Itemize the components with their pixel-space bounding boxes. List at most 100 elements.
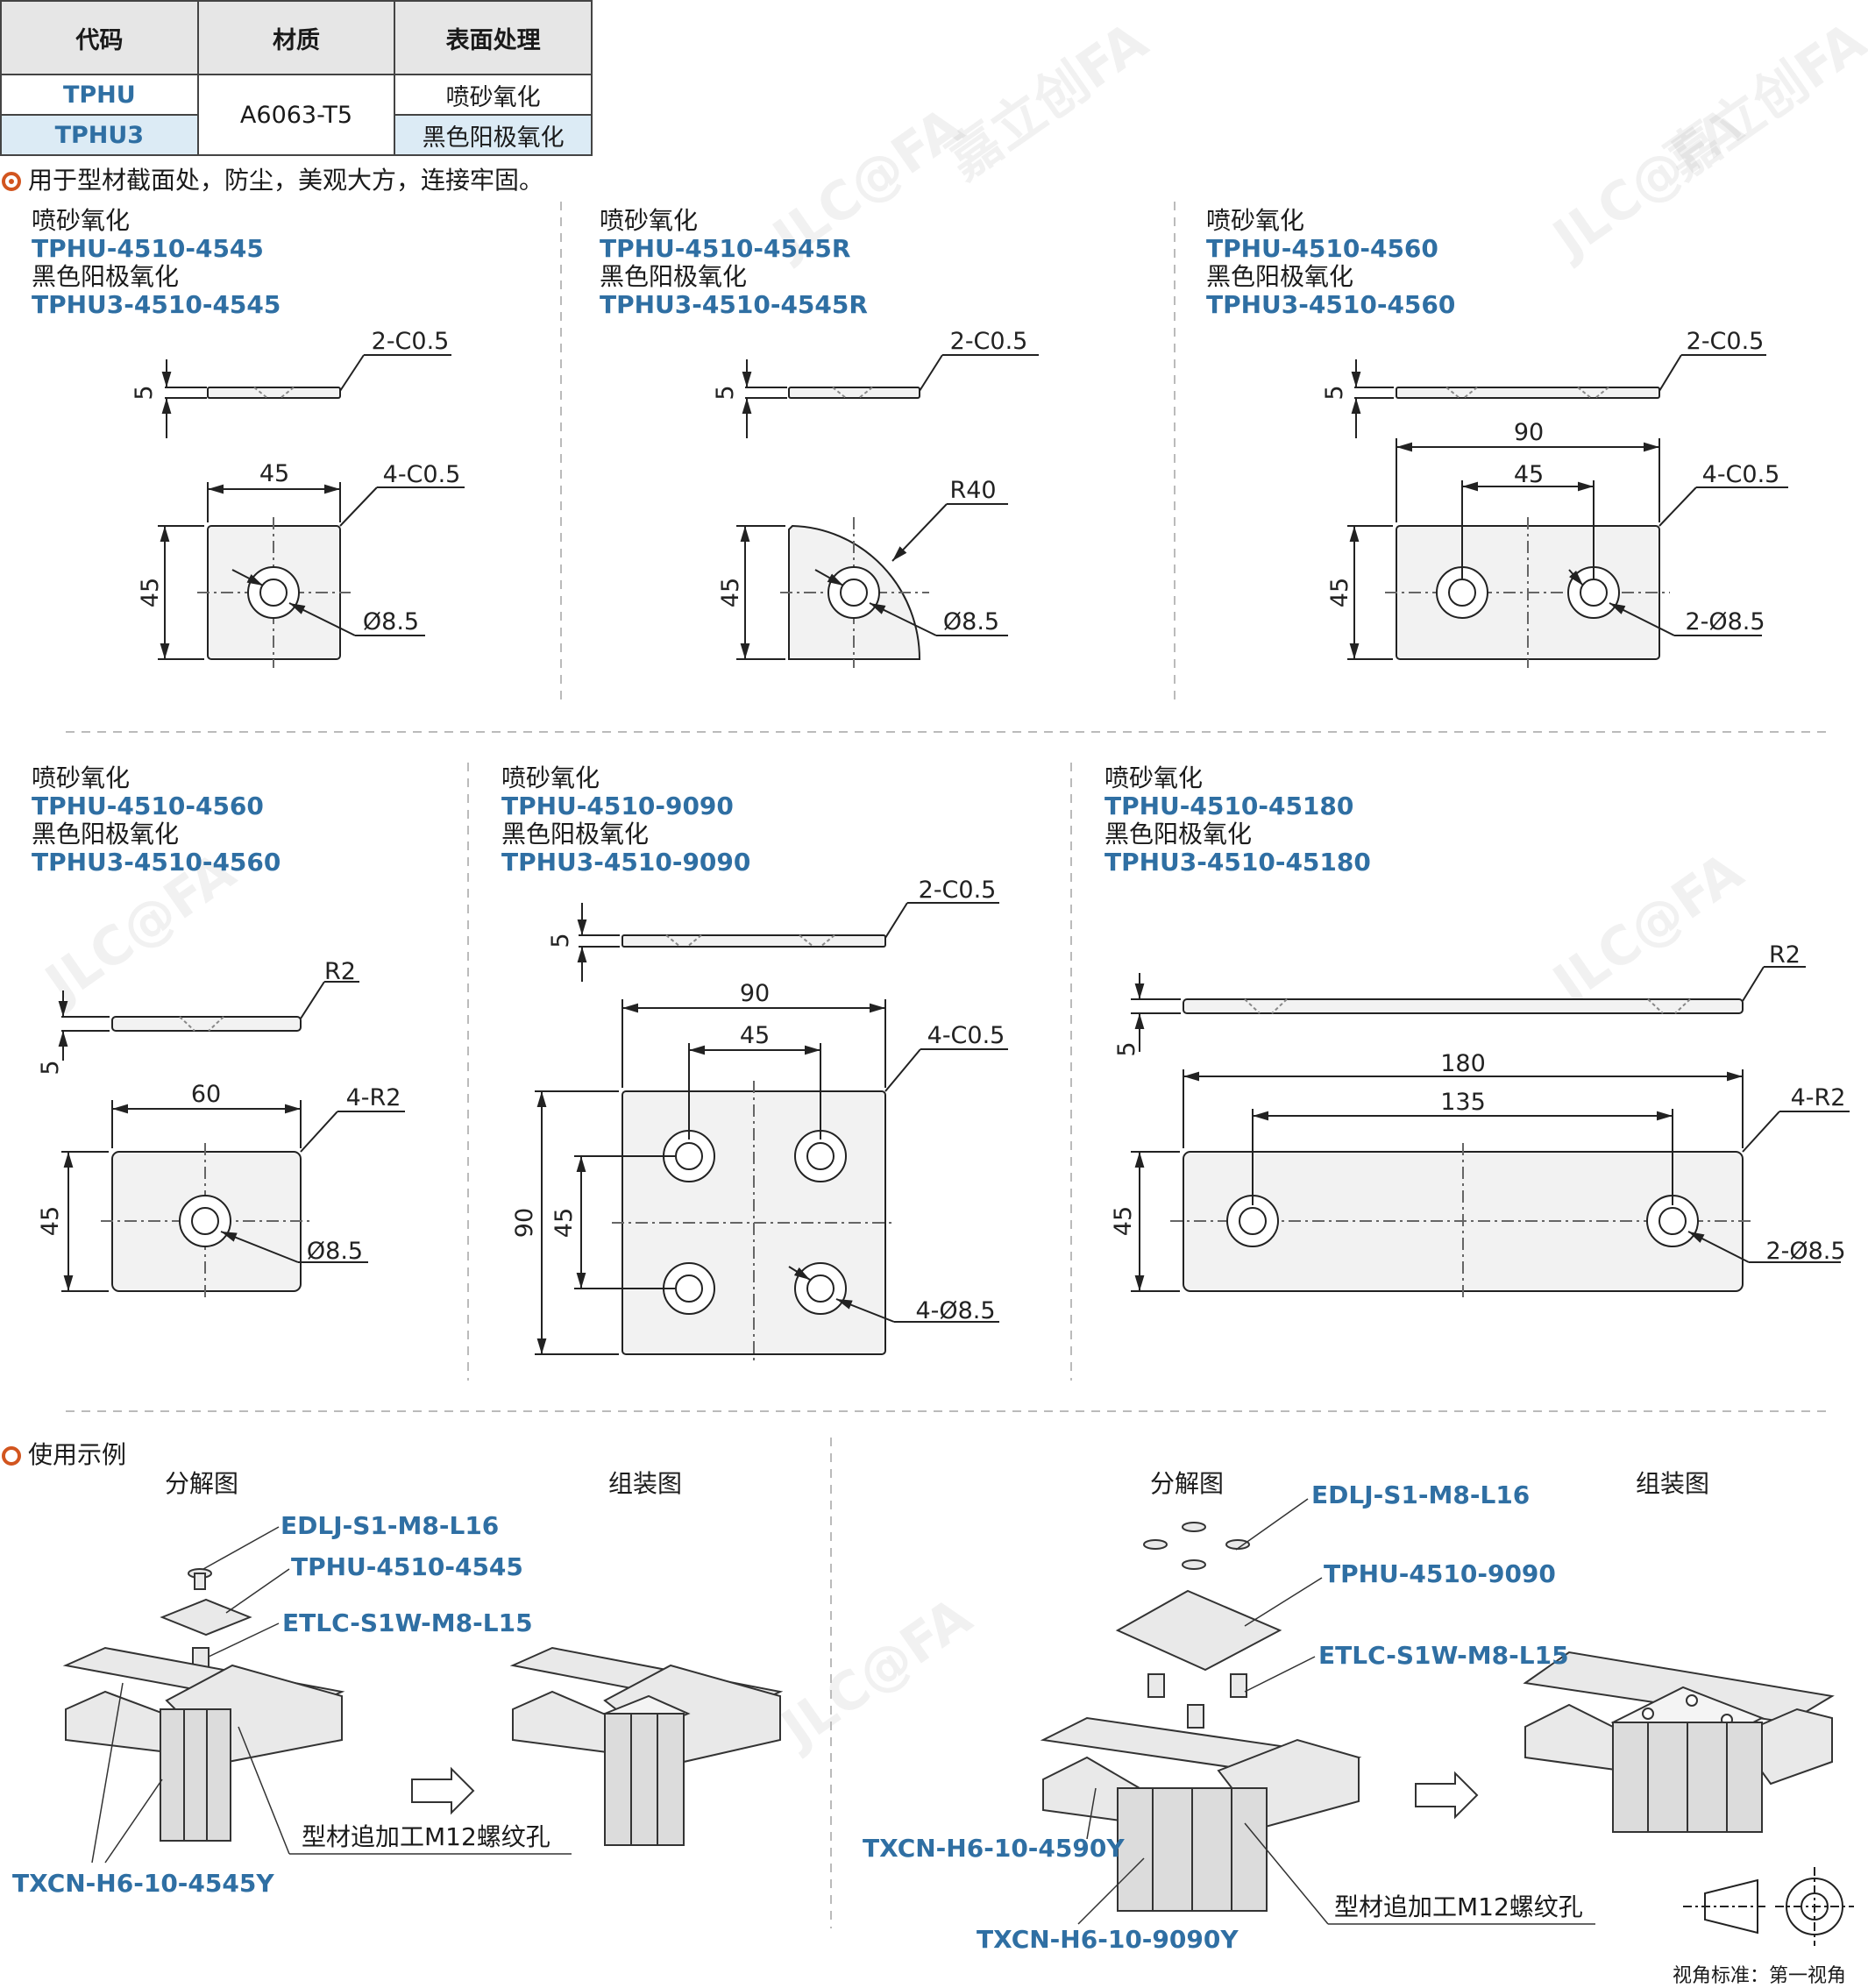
dim-label: 2-Ø8.5 xyxy=(1685,608,1765,635)
feature-note: 用于型材截面处，防尘，美观大方，连接牢固。 xyxy=(2,161,543,196)
dim-label: R2 xyxy=(324,958,356,985)
dim-label: 45 xyxy=(550,1208,578,1238)
assembled-label: 组装图 xyxy=(608,1469,683,1498)
part-code: TPHU-4510-45180 xyxy=(1104,792,1354,820)
assembled-label: 组装图 xyxy=(1636,1469,1710,1498)
dim-label: 45 xyxy=(740,1022,770,1049)
dim-label: 2-C0.5 xyxy=(919,877,997,904)
part-caption: 喷砂氧化 TPHU-4510-4545R 黑色阳极氧化 TPHU3-4510-4… xyxy=(600,207,868,319)
usage-title: 使用示例 xyxy=(2,1436,126,1471)
part-code: TPHU3-4510-4560 xyxy=(1206,290,1456,319)
part-code: TPHU-4510-4560 xyxy=(32,792,264,820)
exploded-label: 分解图 xyxy=(165,1469,239,1498)
separator-lines xyxy=(66,202,1828,1928)
part-caption: 喷砂氧化 TPHU-4510-4560 黑色阳极氧化 TPHU3-4510-45… xyxy=(32,764,281,877)
part-caption: 喷砂氧化 TPHU-4510-45180 黑色阳极氧化 TPHU3-4510-4… xyxy=(1104,764,1371,877)
dim-label: Ø8.5 xyxy=(943,608,999,635)
part-callout: TPHU-4510-9090 xyxy=(1324,1559,1556,1588)
exploded-label: 分解图 xyxy=(1150,1469,1225,1498)
dim-label: 2-Ø8.5 xyxy=(1765,1238,1845,1265)
drawing-part-45180 xyxy=(1131,966,1850,1300)
table-header: 表面处理 xyxy=(394,0,593,75)
treatment-label: 黑色阳极氧化 xyxy=(32,820,180,848)
dim-label: 45 xyxy=(1110,1206,1137,1236)
treatment-label: 黑色阳极氧化 xyxy=(1206,262,1354,291)
part-code: TPHU-4510-4560 xyxy=(1206,234,1438,263)
part-callout: 型材追加工M12螺纹孔 xyxy=(302,1822,550,1851)
feature-note-text: 用于型材截面处，防尘，美观大方，连接牢固。 xyxy=(28,166,544,195)
treatment-label: 喷砂氧化 xyxy=(32,763,131,792)
table-cell-treatment: 黑色阳极氧化 xyxy=(394,114,593,156)
dim-label: 90 xyxy=(740,980,770,1007)
part-code: TPHU3-4510-4560 xyxy=(32,848,281,877)
part-callout: ETLC-S1W-M8-L15 xyxy=(282,1608,533,1637)
dim-label: 2-C0.5 xyxy=(372,328,450,355)
dim-label: 90 xyxy=(511,1208,538,1238)
dim-label: 5 xyxy=(547,933,574,948)
part-callout: TXCN-H6-10-4590Y xyxy=(863,1834,1125,1863)
usage-illustrations xyxy=(62,1522,1835,1912)
dim-label: 90 xyxy=(1514,419,1544,446)
dim-label: 2-C0.5 xyxy=(1687,328,1765,355)
table-cell-code: TPHU3 xyxy=(0,114,199,156)
table-cell-code: TPHU xyxy=(0,74,199,116)
drawing-part-4545R xyxy=(736,354,1039,668)
part-code: TPHU-4510-4545 xyxy=(32,234,264,263)
part-callout: ETLC-S1W-M8-L15 xyxy=(1318,1641,1569,1670)
dim-label: 45 xyxy=(1514,461,1544,488)
part-code: TPHU3-4510-9090 xyxy=(501,848,751,877)
dim-label: R40 xyxy=(949,477,996,504)
part-caption: 喷砂氧化 TPHU-4510-9090 黑色阳极氧化 TPHU3-4510-90… xyxy=(501,764,750,877)
dim-label: 45 xyxy=(137,578,164,607)
dim-label: Ø8.5 xyxy=(363,608,419,635)
treatment-label: 喷砂氧化 xyxy=(501,763,600,792)
dim-label: 4-C0.5 xyxy=(383,461,461,488)
table-header: 代码 xyxy=(0,0,199,75)
part-code: TPHU3-4510-45180 xyxy=(1104,848,1371,877)
drawing-part-4560-r xyxy=(58,981,405,1300)
part-callout: 型材追加工M12螺纹孔 xyxy=(1334,1892,1583,1921)
part-caption: 喷砂氧化 TPHU-4510-4545 黑色阳极氧化 TPHU3-4510-45… xyxy=(32,207,281,319)
bullet-icon xyxy=(2,1446,21,1466)
dim-label: 45 xyxy=(259,460,289,487)
part-caption: 喷砂氧化 TPHU-4510-4560 黑色阳极氧化 TPHU3-4510-45… xyxy=(1206,207,1455,319)
dim-label: 45 xyxy=(717,578,744,607)
part-callout: TXCN-H6-10-9090Y xyxy=(977,1925,1239,1954)
bullet-icon xyxy=(2,172,21,191)
dim-label: 5 xyxy=(37,1060,64,1075)
treatment-label: 喷砂氧化 xyxy=(600,206,699,235)
table-header: 材质 xyxy=(196,0,396,75)
part-callout: TPHU-4510-4545 xyxy=(291,1552,523,1581)
part-callout: EDLJ-S1-M8-L16 xyxy=(1311,1480,1531,1509)
dim-label: Ø8.5 xyxy=(307,1238,363,1265)
table-cell-material: A6063-T5 xyxy=(196,74,396,156)
dim-label: 2-C0.5 xyxy=(950,328,1028,355)
table-cell-treatment: 喷砂氧化 xyxy=(394,74,593,116)
treatment-label: 黑色阳极氧化 xyxy=(600,262,748,291)
view-standard: 视角标准：第一视角 xyxy=(1673,1965,1847,1987)
part-callout: TXCN-H6-10-4545Y xyxy=(12,1869,274,1898)
dim-label: R2 xyxy=(1769,941,1801,969)
drawing-part-9090 xyxy=(535,902,1008,1365)
dim-label: 45 xyxy=(37,1206,64,1236)
dim-label: 4-R2 xyxy=(346,1084,401,1111)
dim-label: 45 xyxy=(1326,578,1353,607)
treatment-label: 黑色阳极氧化 xyxy=(1104,820,1253,848)
dim-label: 5 xyxy=(1113,1041,1140,1056)
treatment-label: 喷砂氧化 xyxy=(32,206,131,235)
drawing-part-4560 xyxy=(1347,354,1788,668)
treatment-label: 喷砂氧化 xyxy=(1206,206,1305,235)
part-code: TPHU3-4510-4545R xyxy=(600,290,868,319)
part-code: TPHU-4510-4545R xyxy=(600,234,851,263)
part-callout: EDLJ-S1-M8-L16 xyxy=(281,1511,500,1540)
dim-label: 60 xyxy=(191,1081,221,1108)
part-code: TPHU3-4510-4545 xyxy=(32,290,281,319)
dim-label: 5 xyxy=(131,385,158,400)
part-code: TPHU-4510-9090 xyxy=(501,792,734,820)
treatment-label: 黑色阳极氧化 xyxy=(32,262,180,291)
dim-label: 4-Ø8.5 xyxy=(915,1297,995,1324)
dim-label: 4-C0.5 xyxy=(927,1022,1005,1049)
treatment-label: 喷砂氧化 xyxy=(1104,763,1204,792)
callout-lines xyxy=(91,1498,1595,1925)
